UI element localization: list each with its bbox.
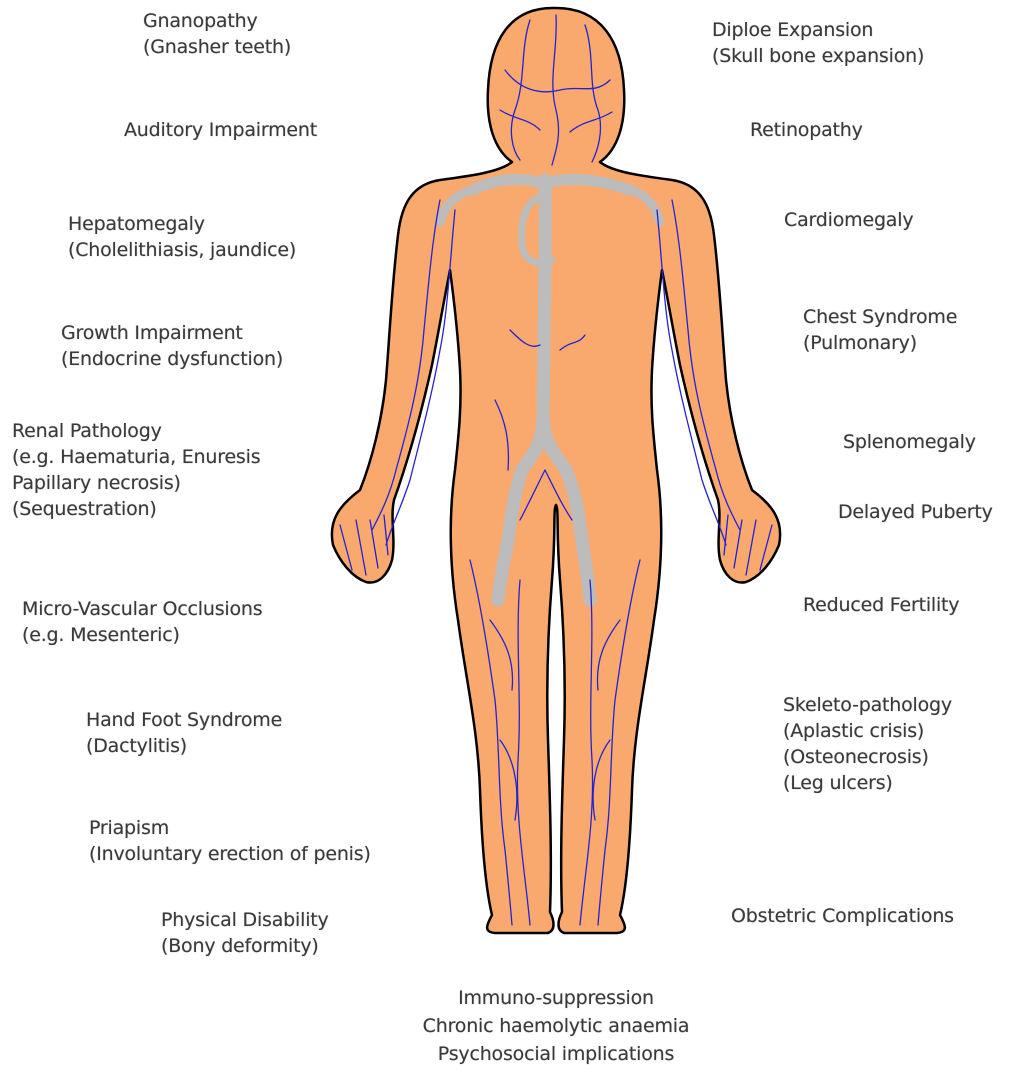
label-line: (e.g. Haematuria, Enuresis — [12, 444, 260, 470]
label-line: Priapism — [89, 815, 371, 841]
label-line: (Dactylitis) — [86, 733, 282, 759]
label-reduced-fertility: Reduced Fertility — [803, 592, 959, 618]
label-line: Papillary necrosis) — [12, 470, 260, 496]
label-line: Obstetric Complications — [731, 903, 954, 929]
label-growth-impairment: Growth Impairment (Endocrine dysfunction… — [61, 320, 283, 372]
label-cardiomegaly: Cardiomegaly — [784, 207, 913, 233]
label-line: Delayed Puberty — [838, 499, 993, 525]
label-physical-disability: Physical Disability (Bony deformity) — [161, 907, 329, 959]
label-line: Chest Syndrome — [803, 304, 957, 330]
label-line: Retinopathy — [750, 117, 863, 143]
label-delayed-puberty: Delayed Puberty — [838, 499, 993, 525]
label-line: (Sequestration) — [12, 496, 260, 522]
label-line: (e.g. Mesenteric) — [22, 622, 262, 648]
label-line: Gnanopathy — [143, 8, 291, 34]
label-line: (Involuntary erection of penis) — [89, 841, 371, 867]
label-priapism: Priapism (Involuntary erection of penis) — [89, 815, 371, 867]
label-line: Micro-Vascular Occlusions — [22, 596, 262, 622]
body-silhouette — [332, 8, 780, 933]
label-diploe-expansion: Diploe Expansion (Skull bone expansion) — [712, 17, 924, 69]
label-micro-vascular-occlusions: Micro-Vascular Occlusions (e.g. Mesenter… — [22, 596, 262, 648]
label-line: Reduced Fertility — [803, 592, 959, 618]
label-renal-pathology: Renal Pathology (e.g. Haematuria, Enures… — [12, 418, 260, 522]
label-splenomegaly: Splenomegaly — [843, 429, 976, 455]
label-line: Cardiomegaly — [784, 207, 913, 233]
label-line: Hepatomegaly — [68, 211, 296, 237]
label-line: (Gnasher teeth) — [143, 34, 291, 60]
label-line: (Aplastic crisis) — [783, 718, 952, 744]
label-chronic-haemolytic-anaemia: Chronic haemolytic anaemia — [356, 1012, 756, 1040]
label-line: Skeleto-pathology — [783, 692, 952, 718]
label-auditory-impairment: Auditory Impairment — [124, 117, 317, 143]
label-line: Physical Disability — [161, 907, 329, 933]
label-hepatomegaly: Hepatomegaly (Cholelithiasis, jaundice) — [68, 211, 296, 263]
label-line: (Bony deformity) — [161, 933, 329, 959]
label-hand-foot-syndrome: Hand Foot Syndrome (Dactylitis) — [86, 707, 282, 759]
label-skeleto-pathology: Skeleto-pathology (Aplastic crisis) (Ost… — [783, 692, 952, 796]
label-line: Diploe Expansion — [712, 17, 924, 43]
label-line: (Skull bone expansion) — [712, 43, 924, 69]
label-obstetric-complications: Obstetric Complications — [731, 903, 954, 929]
label-line: (Cholelithiasis, jaundice) — [68, 237, 296, 263]
label-gnanopathy: Gnanopathy (Gnasher teeth) — [143, 8, 291, 60]
label-line: Auditory Impairment — [124, 117, 317, 143]
label-line: (Leg ulcers) — [783, 770, 952, 796]
label-line: Splenomegaly — [843, 429, 976, 455]
label-chest-syndrome: Chest Syndrome (Pulmonary) — [803, 304, 957, 356]
label-line: (Pulmonary) — [803, 330, 957, 356]
label-line: Hand Foot Syndrome — [86, 707, 282, 733]
label-retinopathy: Retinopathy — [750, 117, 863, 143]
label-line: (Endocrine dysfunction) — [61, 346, 283, 372]
label-line: (Osteonecrosis) — [783, 744, 952, 770]
label-psychosocial-implications: Psychosocial implications — [356, 1040, 756, 1068]
label-bottom-systemic: Immuno-suppression Chronic haemolytic an… — [356, 984, 756, 1068]
label-line: Growth Impairment — [61, 320, 283, 346]
label-immuno-suppression: Immuno-suppression — [356, 984, 756, 1012]
label-line: Renal Pathology — [12, 418, 260, 444]
